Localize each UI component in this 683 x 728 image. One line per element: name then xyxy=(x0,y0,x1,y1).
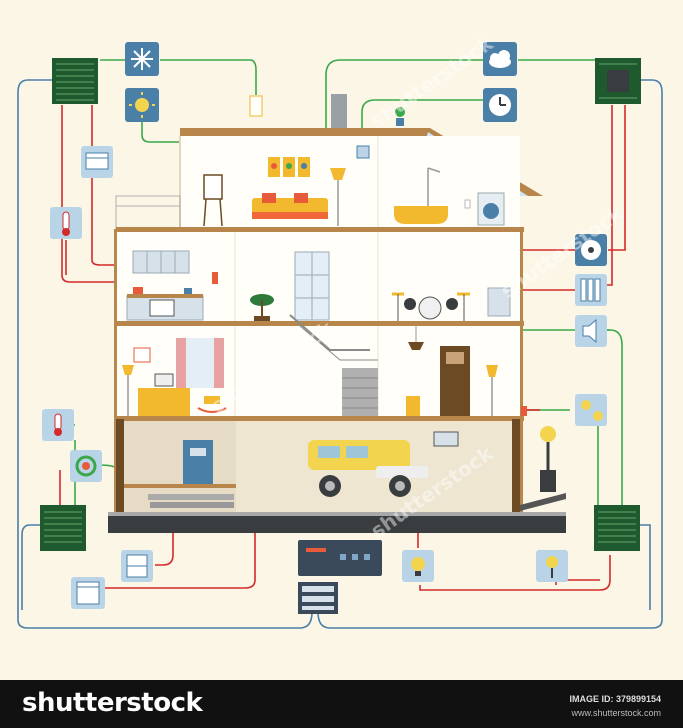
dishwasher-icon xyxy=(71,577,105,609)
thermostat-icon xyxy=(42,409,74,441)
cloud-icon xyxy=(483,42,517,76)
first-floor-furniture xyxy=(122,326,498,416)
site-url: www.shutterstock.com xyxy=(571,708,661,718)
radiator-icon xyxy=(81,146,113,178)
fan-icon xyxy=(575,234,607,266)
image-id: IMAGE ID: 379899154 xyxy=(569,694,661,704)
brand-logo: shutterstock xyxy=(22,688,203,718)
controller-bottom-left xyxy=(40,505,86,551)
clock-icon xyxy=(483,88,517,122)
server-rack xyxy=(298,582,338,614)
central-control-panel xyxy=(298,540,382,576)
sun-icon xyxy=(125,88,159,122)
thermometer-icon xyxy=(50,207,82,239)
controller-top-left xyxy=(52,58,98,104)
recycle-icon xyxy=(70,450,102,482)
heater-icon xyxy=(575,274,607,306)
speaker-icon xyxy=(575,315,607,347)
diagram-canvas xyxy=(17,42,663,629)
basement-contents xyxy=(148,431,459,508)
day-night-icon xyxy=(575,394,607,426)
second-floor-furniture xyxy=(126,250,511,361)
street-lamp xyxy=(540,426,556,492)
window-icon xyxy=(121,550,153,582)
bulb-icon xyxy=(402,550,434,582)
controller-bottom-right xyxy=(594,505,640,551)
sensor-icon xyxy=(212,95,527,416)
controller-top-right xyxy=(595,58,641,104)
attic-furniture xyxy=(203,157,505,227)
snowflake-icon xyxy=(125,42,159,76)
lamp-icon xyxy=(536,550,568,582)
footer-bar: shutterstock IMAGE ID: 379899154 www.shu… xyxy=(0,680,683,728)
